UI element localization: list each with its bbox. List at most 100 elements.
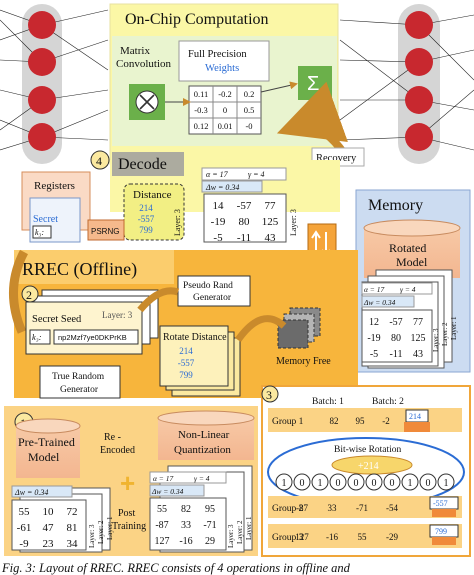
bit-value: 0 bbox=[354, 478, 359, 489]
bit-circle bbox=[419, 473, 437, 491]
secret-seed-key: k₃: bbox=[32, 332, 42, 342]
quant-matrix-cell: -87 bbox=[155, 520, 168, 531]
weights-matrix-cell: 0.01 bbox=[218, 121, 233, 131]
recovery-label: Recovery bbox=[316, 153, 357, 164]
rotated-model-line2: Model bbox=[396, 255, 428, 269]
memory-layer-3: Layer: 3 bbox=[432, 328, 440, 352]
bit-circle bbox=[311, 473, 329, 491]
decode-matrix-cell: 77 bbox=[265, 200, 277, 212]
pretrained-layer-3: Layer: 3 bbox=[88, 524, 96, 548]
memory-matrix-cell: -19 bbox=[367, 333, 380, 344]
memory-matrix-cell: 43 bbox=[413, 349, 423, 360]
reencoded-line2: Encoded bbox=[100, 445, 135, 456]
rotate-distance-value: 799 bbox=[179, 370, 193, 380]
decode-matrix-cell: -11 bbox=[237, 232, 251, 244]
rrec-panel: RREC (Offline) Pseudo Rand Generator 2 S… bbox=[9, 249, 358, 399]
decode-matrix-cell: 14 bbox=[213, 200, 225, 212]
io-arrows-icon bbox=[311, 230, 331, 258]
bit-circle bbox=[437, 473, 455, 491]
quant-gamma: γ = 4 bbox=[194, 474, 210, 483]
memory-matrix-cell: 12 bbox=[369, 317, 379, 328]
rotation-step-number: 3 bbox=[266, 388, 272, 402]
pretrained-matrix-cell: 81 bbox=[67, 522, 78, 534]
quant-alpha: α = 17 bbox=[153, 474, 173, 483]
decode-matrix-cell: 80 bbox=[239, 216, 251, 228]
decode-distance-value: -557 bbox=[138, 214, 155, 224]
pseudo-rand-line1: Pseudo Rand bbox=[183, 281, 233, 291]
memory-free-label: Memory Free bbox=[276, 356, 331, 367]
decode-matrix-cell: -19 bbox=[211, 216, 226, 228]
group-3-value: -16 bbox=[326, 532, 338, 542]
bit-circle bbox=[347, 473, 365, 491]
quant-matrix-cell: 82 bbox=[181, 504, 191, 515]
decode-alpha: α = 17 bbox=[206, 170, 229, 179]
pretrained-matrix-cell: 23 bbox=[43, 538, 55, 550]
memory-layer-2: Layer: 2 bbox=[441, 322, 449, 346]
bit-value: 0 bbox=[300, 478, 305, 489]
plus-icon: + bbox=[120, 468, 135, 498]
decode-matrix-layer: Layer: 3 bbox=[289, 209, 298, 236]
matrix-label-line2: Convolution bbox=[116, 58, 172, 70]
group-2-value: -71 bbox=[356, 503, 368, 513]
rrec-title: RREC (Offline) bbox=[22, 259, 137, 280]
decode-dw: Δw = 0.34 bbox=[205, 183, 239, 192]
bit-circle bbox=[383, 473, 401, 491]
memory-matrix-cell: -11 bbox=[390, 349, 403, 360]
decode-matrix-cell: -57 bbox=[237, 200, 252, 212]
quant-matrix-cell: -16 bbox=[179, 536, 192, 547]
bit-circle bbox=[329, 473, 347, 491]
pretrained-matrix-cell: -9 bbox=[19, 538, 29, 550]
memory-matrix-cell: 80 bbox=[391, 333, 401, 344]
group-1-value: 95 bbox=[356, 416, 366, 426]
pretrained-title-line2: Model bbox=[28, 450, 60, 464]
pretrained-matrix-cell: -61 bbox=[17, 522, 32, 534]
registers-panel: Registers Secret k₃: PSRNG bbox=[21, 171, 125, 243]
rotate-distance-label: Rotate Distance bbox=[163, 332, 227, 343]
quant-dw: Δw = 0.34 bbox=[151, 487, 184, 496]
quant-matrix-cell: -71 bbox=[203, 520, 216, 531]
memory-title: Memory bbox=[368, 197, 423, 214]
pretrained-title-line1: Pre-Trained bbox=[18, 435, 75, 449]
weights-label-line1: Full Precision bbox=[188, 49, 247, 60]
quant-layer-1: Layer: 1 bbox=[245, 516, 253, 540]
group-3-label: Group 3 bbox=[272, 533, 304, 543]
decode-distance-value: 799 bbox=[139, 225, 153, 235]
matrix-label-line1: Matrix bbox=[120, 45, 150, 57]
prng-label: PSRNG bbox=[91, 227, 119, 236]
pretrained-matrix-cell: 47 bbox=[43, 522, 55, 534]
memory-alpha: α = 17 bbox=[364, 285, 384, 294]
rrec-step-number: 2 bbox=[26, 288, 32, 302]
batch-1-label: Batch: 1 bbox=[312, 397, 344, 407]
registers-title: Registers bbox=[34, 180, 75, 192]
rotate-distance-value: 214 bbox=[179, 346, 193, 356]
weights-matrix-cell: 0.11 bbox=[194, 89, 209, 99]
bit-value: 1 bbox=[282, 478, 287, 489]
bit-value: 0 bbox=[426, 478, 431, 489]
pretrained-matrix-cell: 10 bbox=[43, 506, 55, 518]
decode-distance-label: Distance bbox=[133, 189, 172, 201]
onchip-panel: On-Chip Computation Matrix Convolution F… bbox=[109, 3, 365, 167]
memory-matrix-cell: 125 bbox=[411, 333, 426, 344]
rotated-model-line1: Rotated bbox=[389, 241, 426, 255]
post-training-line2: Training bbox=[112, 521, 146, 532]
secret-seed-label: Secret Seed bbox=[32, 314, 82, 325]
quant-layer-3: Layer: 3 bbox=[227, 524, 235, 548]
secret-seed-layer: Layer: 3 bbox=[102, 310, 133, 320]
left-neural-network bbox=[0, 4, 109, 164]
pretrained-panel: 1 Pre-Trained Model Δw = 0.34 551072-614… bbox=[4, 406, 258, 556]
secret-seed-value: np2Mzf7ye0DKPrKB bbox=[58, 333, 127, 342]
memory-matrix-cell: -5 bbox=[370, 349, 378, 360]
weights-matrix-cell: 0.2 bbox=[244, 89, 255, 99]
pretrained-layer-1: Layer: 1 bbox=[106, 516, 114, 540]
group-2-tag: -557 bbox=[433, 499, 448, 508]
weights-matrix-cell: -0.2 bbox=[218, 89, 231, 99]
bit-circle bbox=[401, 473, 419, 491]
decode-title: Decode bbox=[118, 156, 167, 173]
